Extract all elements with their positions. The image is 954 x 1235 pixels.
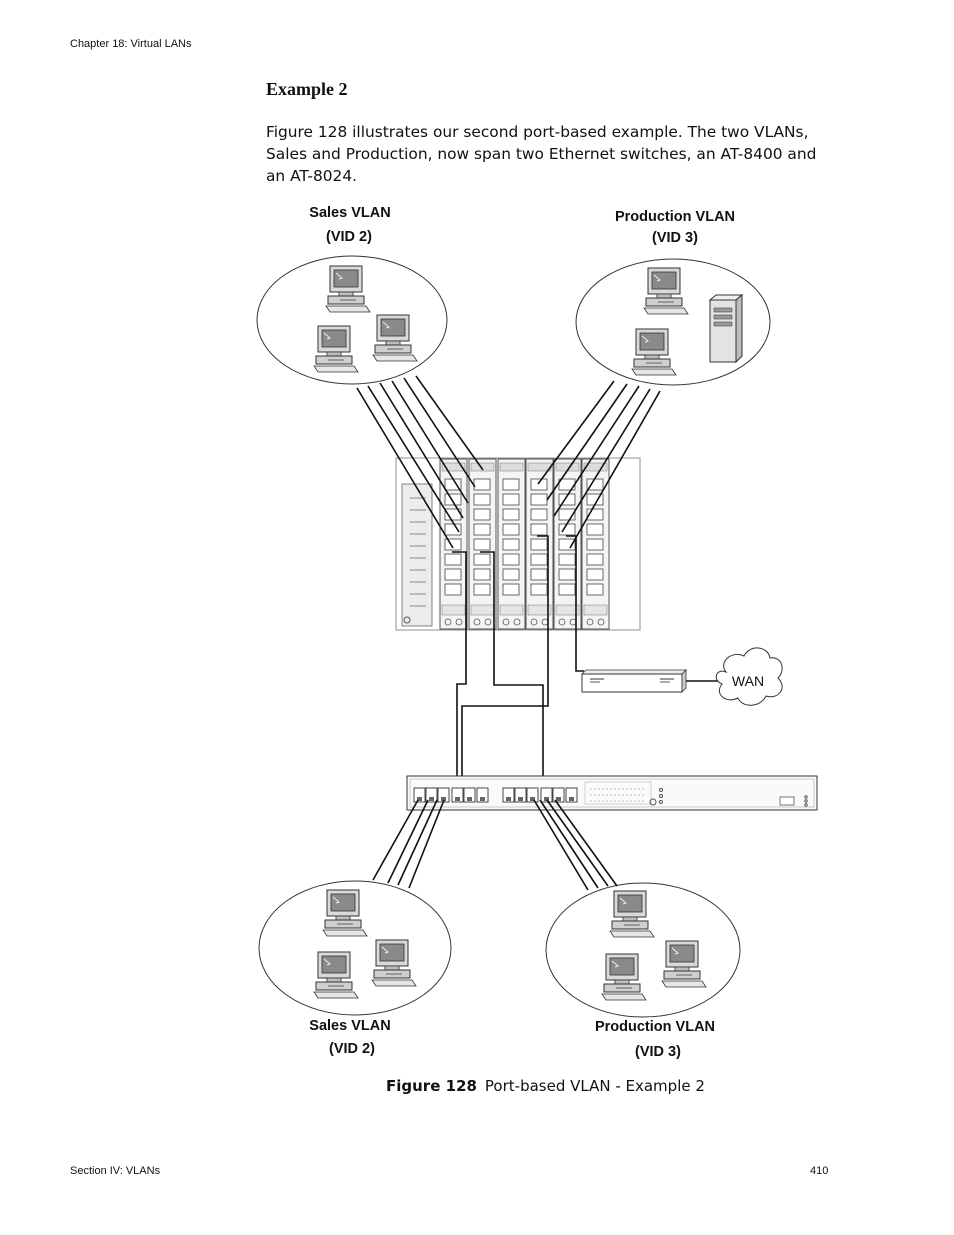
at-8024-switch bbox=[406, 775, 818, 811]
switch-port bbox=[526, 787, 539, 803]
bottom-production-vlan-name: Production VLAN bbox=[595, 1019, 715, 1035]
wan-cloud: WAN bbox=[715, 647, 783, 706]
switch-port bbox=[463, 787, 476, 803]
page-number: 410 bbox=[810, 1165, 829, 1177]
bottom-production-vlan-id: (VID 3) bbox=[635, 1044, 681, 1060]
switch-port bbox=[552, 787, 565, 803]
uplink-cables bbox=[452, 535, 584, 792]
router bbox=[581, 669, 687, 693]
top-sales-vlan-name: Sales VLAN bbox=[309, 205, 390, 221]
switch-module bbox=[581, 458, 610, 630]
bottom-sales-cables bbox=[372, 799, 445, 889]
switch-port bbox=[476, 787, 489, 803]
figure-caption-text: Port-based VLAN - Example 2 bbox=[484, 1077, 705, 1095]
switch-port bbox=[502, 787, 515, 803]
switch-module bbox=[525, 458, 554, 630]
figure-caption: Figure 128 Port-based VLAN - Example 2 bbox=[386, 1077, 705, 1095]
figure-caption-number: Figure 128 bbox=[386, 1077, 477, 1095]
footer-section: Section IV: VLANs bbox=[70, 1165, 161, 1177]
wan-label: WAN bbox=[732, 673, 764, 689]
switch-module bbox=[439, 458, 468, 630]
switch-port bbox=[514, 787, 527, 803]
switch-port bbox=[565, 787, 578, 803]
top-production-cables bbox=[537, 380, 661, 549]
top-production-vlan-name: Production VLAN bbox=[615, 209, 735, 225]
body-paragraph: Figure 128 illustrates our second port-b… bbox=[266, 123, 817, 185]
server-icon bbox=[709, 294, 743, 363]
switch-port bbox=[413, 787, 426, 803]
bottom-sales-vlan-id: (VID 2) bbox=[329, 1041, 375, 1057]
switch-module bbox=[497, 458, 526, 630]
switch-port bbox=[540, 787, 553, 803]
top-sales-cables bbox=[356, 375, 484, 549]
top-sales-vlan-id: (VID 2) bbox=[326, 229, 372, 245]
at-8400-chassis bbox=[395, 457, 641, 631]
section-heading: Example 2 bbox=[266, 79, 348, 99]
bottom-production-cables bbox=[533, 799, 618, 891]
bottom-sales-vlan-name: Sales VLAN bbox=[309, 1018, 390, 1034]
top-production-vlan-id: (VID 3) bbox=[652, 230, 698, 246]
chapter-header: Chapter 18: Virtual LANs bbox=[70, 38, 192, 50]
switch-port bbox=[451, 787, 464, 803]
